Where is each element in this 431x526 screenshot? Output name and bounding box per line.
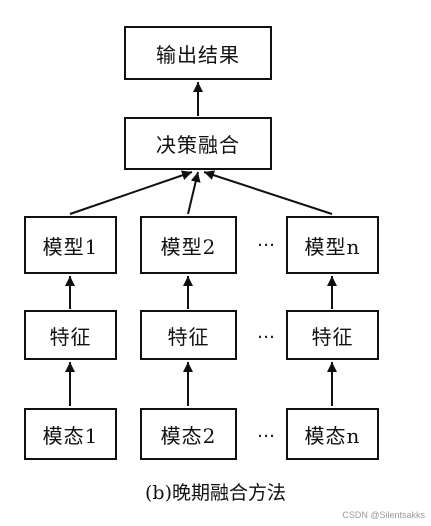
arrow-model2-to-fusion bbox=[187, 171, 201, 215]
feature-1-box: 特征 bbox=[24, 310, 117, 360]
modality-1-box: 模态1 bbox=[24, 408, 117, 460]
model-2-box: 模型2 bbox=[140, 216, 237, 274]
feature-row-ellipsis: … bbox=[257, 322, 275, 343]
feature-2-box: 特征 bbox=[140, 310, 237, 360]
figure-caption: (b)晚期融合方法 bbox=[145, 482, 286, 504]
decision-fusion-box: 决策融合 bbox=[124, 117, 272, 170]
modality-n-box: 模态n bbox=[286, 408, 379, 460]
modality-2-box: 模态2 bbox=[140, 408, 237, 460]
arrow-modeln-to-fusion bbox=[203, 170, 333, 215]
model-1-box: 模型1 bbox=[24, 216, 117, 274]
feature-n-box: 特征 bbox=[286, 310, 379, 360]
model-row-ellipsis: … bbox=[257, 230, 275, 251]
watermark: CSDN @Silentsakks bbox=[342, 510, 425, 520]
modality-row-ellipsis: … bbox=[257, 421, 275, 442]
output-result-box: 输出结果 bbox=[124, 26, 272, 80]
model-n-box: 模型n bbox=[286, 216, 379, 274]
arrow-model1-to-fusion bbox=[69, 170, 193, 215]
